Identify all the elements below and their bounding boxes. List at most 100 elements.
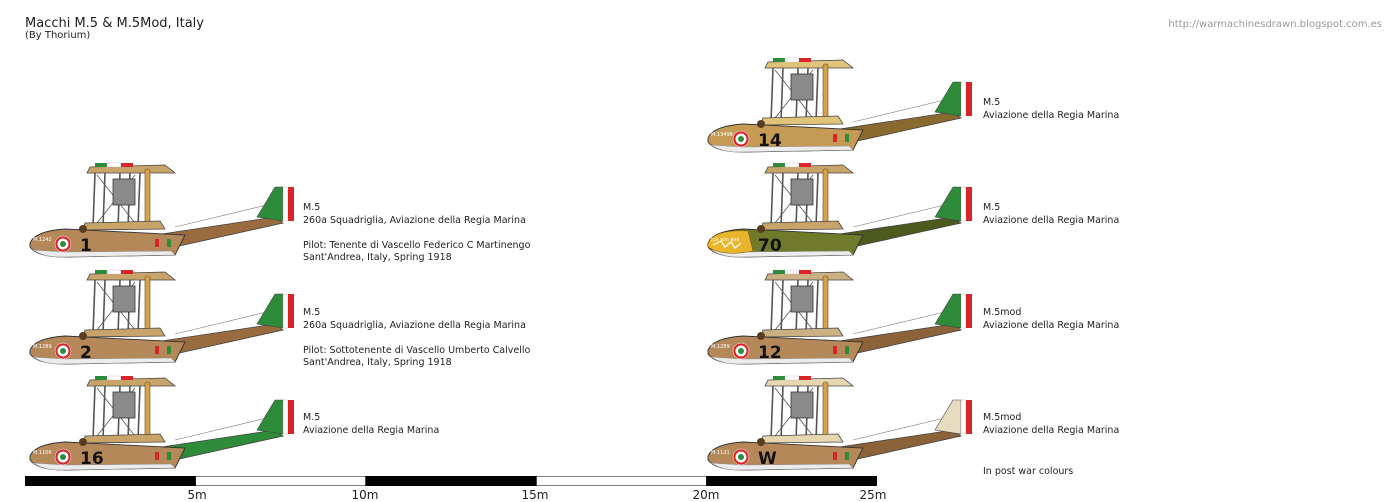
- hull-stripe: [167, 452, 171, 460]
- rudder-red: [966, 400, 972, 434]
- roundel-icon: [738, 454, 744, 460]
- caption-right-3: M.5mod Aviazione della Regia Marina: [983, 307, 1119, 332]
- caption-line: Aviazione della Regia Marina: [983, 214, 1120, 226]
- hull-underside: [32, 462, 176, 471]
- wing-tip-marking: [121, 270, 133, 274]
- wing-tip-marking: [799, 58, 811, 62]
- serial-number: M.1289: [33, 344, 52, 350]
- tail-strut: [852, 202, 954, 228]
- wing-tip-marking: [799, 270, 811, 274]
- scale-tick-label: 25m: [859, 488, 887, 502]
- caption-left-1: M.5 260a Squadriglia, Aviazione della Re…: [303, 202, 530, 265]
- engine-nacelle: [790, 391, 814, 419]
- wing-strut: [137, 172, 141, 228]
- wing-tip-marking: [773, 270, 785, 274]
- serial-number: M.1106: [33, 450, 52, 456]
- rudder-white: [282, 399, 289, 435]
- lower-wing: [82, 327, 166, 338]
- hull-stripe: [155, 239, 159, 247]
- wing-strut: [137, 385, 141, 441]
- wing-tip-marking: [784, 162, 800, 168]
- caption-left-2: M.5 260a Squadriglia, Aviazione della Re…: [303, 307, 530, 370]
- hull-stripe: [155, 452, 159, 460]
- scale-tick-label: 15m: [521, 488, 549, 502]
- caption-line: 260a Squadriglia, Aviazione della Regia …: [303, 214, 526, 226]
- wing-strut: [92, 172, 96, 228]
- wing-strut: [137, 279, 141, 335]
- caption-line: Aviazione della Regia Marina: [983, 109, 1120, 121]
- propeller: [144, 381, 151, 441]
- lower-wing: [760, 433, 844, 444]
- serial-number: M.13498: [711, 132, 733, 138]
- wing-strut: [92, 279, 96, 335]
- rudder-red: [288, 187, 294, 221]
- hull-stripe: [833, 452, 837, 460]
- author-credit: (By Thorium): [25, 30, 91, 41]
- caption-line: Aviazione della Regia Marina: [303, 424, 440, 436]
- scale-bar: [25, 476, 877, 486]
- caption-line: Pilot: Tenente di Vascello Federico C Ma…: [303, 239, 531, 251]
- wing-strut: [815, 67, 819, 123]
- engine-nacelle: [790, 178, 814, 206]
- caption-line: [303, 227, 530, 240]
- tail-fin: [934, 81, 962, 117]
- wing-tip-marking: [95, 270, 107, 274]
- wing-tip-marking: [773, 376, 785, 380]
- source-url[interactable]: http://warmachinesdrawn.blogspot.com.es: [1168, 19, 1382, 30]
- propeller: [822, 275, 829, 335]
- propeller: [822, 168, 829, 228]
- wing-strut: [780, 67, 784, 123]
- scale-tick-label: 5m: [187, 488, 207, 502]
- wing-strut: [770, 279, 774, 335]
- caption-line: M.5: [303, 412, 321, 423]
- pilot-head: [757, 120, 765, 128]
- caption-line: Sant'Andrea, Italy, Spring 1918: [303, 252, 452, 263]
- aircraft-profile-right-1: 14M.13498: [707, 57, 972, 153]
- scale-segment: [706, 476, 877, 486]
- tail-fin: [934, 293, 962, 329]
- hull-stripe: [167, 239, 171, 247]
- pilot-head: [79, 225, 87, 233]
- propeller: [144, 275, 151, 335]
- wing-strut: [780, 385, 784, 441]
- hull-number: 70: [758, 236, 782, 256]
- engine-nacelle: [112, 391, 136, 419]
- wing-tip-marking: [784, 375, 800, 381]
- rudder-red: [966, 294, 972, 328]
- wing-strut: [770, 385, 774, 441]
- caption-line: Sant'Andrea, Italy, Spring 1918: [303, 357, 452, 368]
- scale-segment: [365, 476, 537, 486]
- rudder-white: [960, 399, 967, 435]
- caption-right-1: M.5 Aviazione della Regia Marina: [983, 97, 1119, 122]
- wing-tip-marking: [773, 58, 785, 62]
- tail-strut: [174, 202, 276, 228]
- caption-line: M.5mod: [983, 412, 1022, 423]
- serial-number: M.1121: [711, 450, 730, 456]
- rudder-red: [288, 294, 294, 328]
- wing-tip-marking: [95, 376, 107, 380]
- wing-tip-marking: [784, 269, 800, 275]
- roundel-icon: [738, 136, 744, 142]
- caption-line: Pilot: Sottotenente di Vascello Umberto …: [303, 344, 531, 356]
- engine-nacelle: [790, 73, 814, 101]
- rudder-white: [960, 81, 967, 117]
- scale-segment: [535, 476, 708, 486]
- engine-nacelle: [790, 285, 814, 313]
- roundel-icon: [60, 348, 66, 354]
- aircraft-profile-left-1: 1M.1242: [29, 162, 294, 258]
- pilot-head: [757, 438, 765, 446]
- wing-tip-marking: [784, 57, 800, 63]
- aircraft-profile-left-2: 2M.1289: [29, 269, 294, 365]
- serial-number: M.1289: [711, 344, 730, 350]
- tail-fin: [256, 186, 284, 222]
- wing-tip-marking: [106, 375, 122, 381]
- propeller: [144, 168, 151, 228]
- caption-right-2: M.5 Aviazione della Regia Marina: [983, 202, 1119, 227]
- wing-tip-marking: [799, 163, 811, 167]
- lower-wing: [82, 433, 166, 444]
- hull-number: W: [758, 449, 777, 469]
- roundel-icon: [60, 454, 66, 460]
- tail-fin: [256, 293, 284, 329]
- hull-underside: [710, 144, 854, 153]
- caption-left-3: M.5 Aviazione della Regia Marina: [303, 412, 439, 437]
